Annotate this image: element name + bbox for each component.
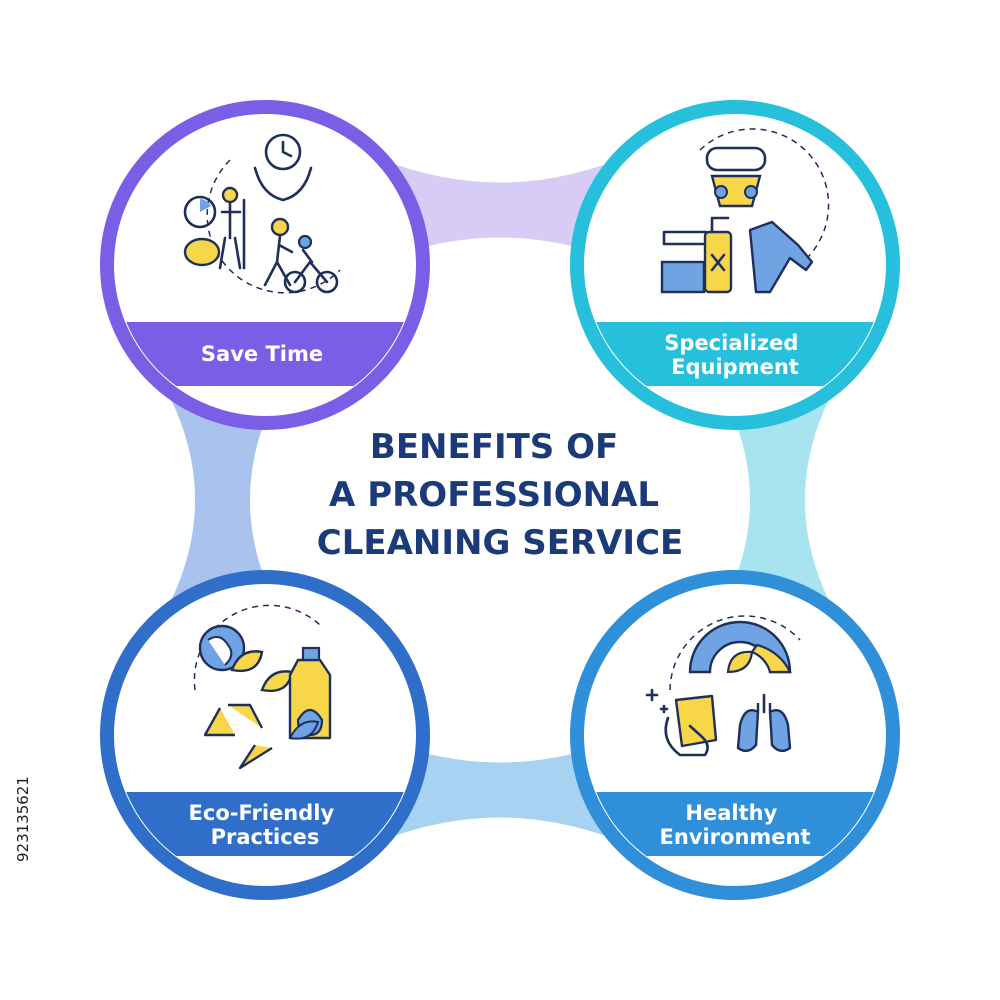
benefit-save-time: Save Time: [100, 100, 430, 430]
eco-friendly-icon: [193, 604, 332, 770]
stock-image-id: 923135621: [14, 776, 32, 862]
healthy-environment-icon: [645, 615, 801, 757]
benefit-label-band: [115, 322, 415, 386]
connector-top: [360, 150, 640, 270]
diagram-title: BENEFITS OF A PROFESSIONAL CLEANING SERV…: [317, 427, 684, 563]
cleaning-equipment-icon: [660, 128, 830, 294]
title-line: A PROFESSIONAL: [329, 475, 659, 515]
benefit-eco-friendly-practices: Eco-Friendly Practices: [100, 570, 430, 900]
benefit-label-band: [585, 322, 885, 386]
benefit-label: Healthy Environment: [659, 801, 810, 849]
benefit-label-band: [585, 792, 885, 856]
benefit-label: Specialized Equipment: [664, 331, 805, 379]
title-backdrop: [255, 385, 745, 605]
time-saving-icon: [183, 133, 341, 294]
title-line: CLEANING SERVICE: [317, 523, 684, 563]
benefit-label-band: [115, 792, 415, 856]
connector-left: [155, 370, 290, 630]
benefit-label: Save Time: [201, 342, 323, 366]
benefit-label: Eco-Friendly Practices: [189, 801, 342, 849]
benefit-healthy-environment: Healthy Environment: [570, 570, 900, 900]
title-line: BENEFITS OF: [370, 427, 618, 467]
connector-right: [710, 370, 845, 630]
benefit-specialized-equipment: Specialized Equipment: [570, 100, 900, 430]
connector-bottom: [360, 730, 640, 850]
